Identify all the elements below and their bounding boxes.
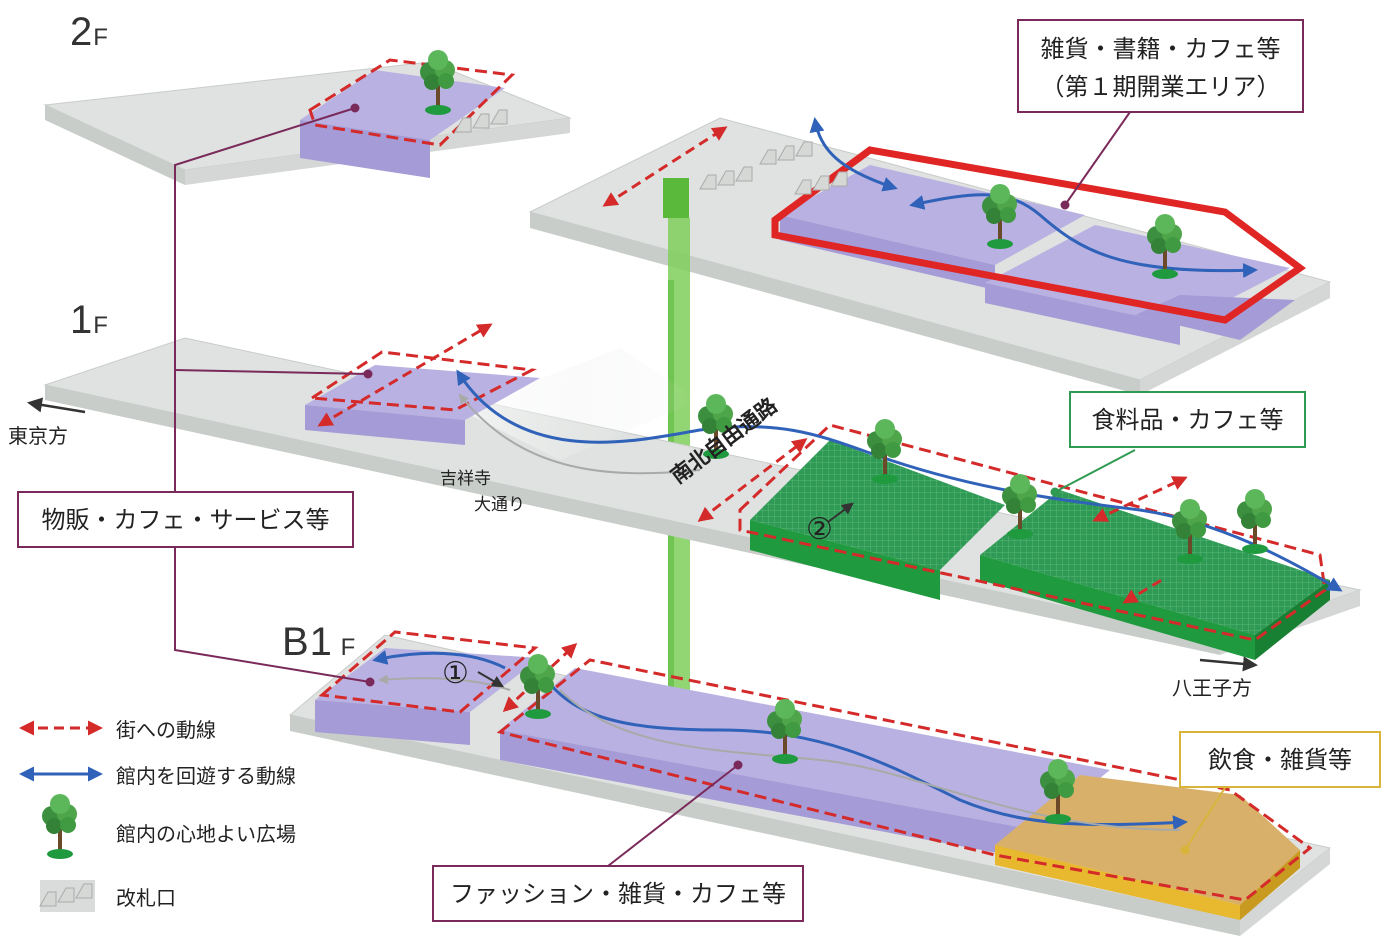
legend-icons xyxy=(19,720,103,912)
kichijoji-avenue-label-line2: 大通り xyxy=(474,495,525,515)
hachioji-direction-label: 八王子方 xyxy=(1172,676,1252,700)
floor-suffix: F xyxy=(93,24,109,51)
floor-suffix: F xyxy=(93,312,109,339)
floor-label-b1f: B1 F xyxy=(282,620,356,665)
floor-label-1f: 1F xyxy=(70,298,109,343)
callout-line: （第１期開業エリア） xyxy=(1040,73,1281,101)
floor-1f xyxy=(43,323,1362,660)
2f-dashed-outline xyxy=(308,58,516,147)
callout-dining-zakka: 飲食・雑貨等 xyxy=(1182,745,1378,775)
callout-connector-fashion xyxy=(607,760,743,867)
floor-number: B1 xyxy=(282,620,333,664)
marker-2: ② xyxy=(806,512,833,547)
legend-label: 街への動線 xyxy=(116,717,216,742)
2f-retail-block xyxy=(300,120,430,178)
legend-label: 館内の心地よい広場 xyxy=(116,821,296,846)
tokyo-direction-arrow xyxy=(27,397,86,414)
hachioji-direction-arrow xyxy=(1199,656,1258,672)
callout-fashion-zakka-cafe: ファッション・雑貨・カフェ等 xyxy=(435,879,801,909)
callout-connector-food xyxy=(1050,449,1136,497)
callout-connector-retail xyxy=(174,103,375,687)
callout-food-cafe: 食料品・カフェ等 xyxy=(1072,405,1303,435)
floor-label-2f: 2F xyxy=(70,10,109,55)
floor-number: 1 xyxy=(70,298,94,342)
callout-retail-cafe-service: 物販・カフェ・サービス等 xyxy=(20,505,351,535)
floor-number: 2 xyxy=(70,10,94,54)
floor-suffix: F xyxy=(332,634,357,661)
marker-1: ① xyxy=(442,656,469,691)
b1f-main-dashed-outline xyxy=(496,658,1313,902)
kichijoji-avenue-label-line1: 吉祥寺 xyxy=(440,469,491,489)
tree-icon xyxy=(1237,489,1272,554)
callout-connector-dining xyxy=(1180,779,1231,855)
callout-zakka-books-cafe: 雑貨・書籍・カフェ等 （第１期開業エリア） xyxy=(1020,30,1301,106)
legend-label: 館内を回遊する動線 xyxy=(116,763,296,788)
floor-2f xyxy=(43,50,1332,395)
callout-connector-zakka xyxy=(1060,111,1131,210)
callout-line: 雑貨・書籍・カフェ等 xyxy=(1040,35,1281,63)
legend-label: 改札口 xyxy=(116,885,176,910)
floor-b1f xyxy=(288,630,1332,936)
tokyo-direction-label: 東京方 xyxy=(8,424,68,448)
